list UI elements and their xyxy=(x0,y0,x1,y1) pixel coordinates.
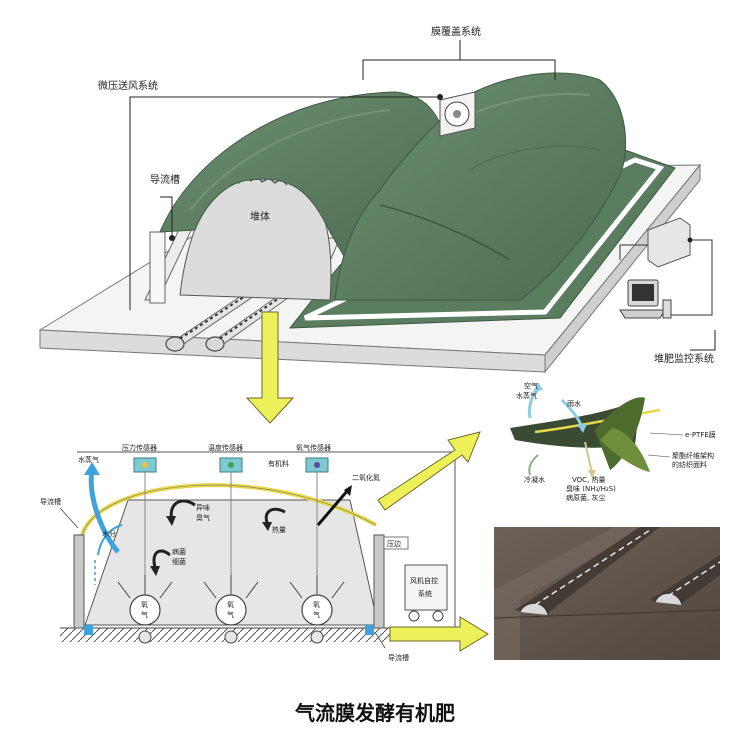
oxygen-pipes xyxy=(129,594,333,644)
label-oxygen-sensor: 氧气传感器 xyxy=(296,443,331,452)
co2-arrow xyxy=(316,489,350,526)
label-air: 空气 xyxy=(524,381,538,390)
label-voc-2: 臭味 (NH₃/H₂S) xyxy=(566,484,616,493)
label-temperature-sensor: 温度传感器 xyxy=(208,443,243,452)
label-water-vapor: 水蒸气 xyxy=(78,455,99,464)
label-oxygen-3b: 气 xyxy=(313,610,320,619)
right-wall xyxy=(373,534,385,629)
label-left-trench: 导流槽 xyxy=(40,497,61,506)
membrane-detail xyxy=(510,382,661,478)
label-rain: 雨水 xyxy=(567,399,581,408)
cross-section: 压力传感器 温度传感器 氧气传感器 氧 气 氧 气 氧 气 xyxy=(40,443,456,662)
label-condensate: 冷凝水 xyxy=(524,475,545,484)
vapor-arrow xyxy=(88,469,120,554)
fan-icon xyxy=(453,110,461,118)
fan-unit xyxy=(439,91,476,137)
moisture-arrow xyxy=(97,524,123,556)
label-heat: 热量 xyxy=(272,525,286,534)
down-arrow xyxy=(245,311,295,424)
label-oxygen-2b: 气 xyxy=(227,610,234,619)
label-moisture: 水分 xyxy=(102,529,116,538)
floor-detail xyxy=(493,527,721,660)
label-pathogen-1: 病菌 xyxy=(172,547,186,556)
label-oxygen-1b: 气 xyxy=(141,610,148,619)
label-monitor-system: 堆肥监控系统 xyxy=(654,352,714,365)
label-odor-2: 臭气 xyxy=(196,513,210,522)
label-oxygen-1: 氧 xyxy=(141,600,148,609)
left-wall xyxy=(73,534,85,629)
air-arrows xyxy=(117,575,345,599)
label-eptfe: e-PTFE膜 xyxy=(685,430,716,439)
label-fabric-1: 聚酯纤维架构 xyxy=(672,451,714,460)
cycle-arrow-3 xyxy=(264,507,286,526)
label-voc-1: VOC, 热量 xyxy=(572,475,606,484)
page-title: 气流膜发酵有机肥 xyxy=(294,701,455,725)
fan-control-box xyxy=(404,564,448,622)
label-diversion-trench-top: 导流槽 xyxy=(150,173,180,186)
label-pressure-sensor: 压力传感器 xyxy=(122,443,157,452)
label-pile: 堆体 xyxy=(250,211,270,223)
label-odor-1: 异味 xyxy=(196,503,210,512)
label-micro-pressure-air: 微压送风系统 xyxy=(98,79,158,92)
label-pressure-edge: 压边 xyxy=(387,539,401,548)
cover-right xyxy=(334,72,627,301)
label-oxygen-3: 氧 xyxy=(313,600,320,609)
label-oxygen-2: 氧 xyxy=(227,600,234,609)
label-co2: 二氧化氮 xyxy=(352,473,380,482)
label-organic-material: 有机料 xyxy=(268,459,289,468)
monitor-equipment xyxy=(619,217,713,319)
label-fabric-2: 的纺织面料 xyxy=(672,460,707,469)
arrow-to-membrane xyxy=(377,431,481,511)
label-membrane-cover: 膜覆盖系统 xyxy=(431,25,481,38)
label-pathogen-2: 细菌 xyxy=(172,557,186,566)
label-bottom-trench: 导流槽 xyxy=(388,653,409,662)
label-fan-control-2: 系统 xyxy=(418,589,432,598)
label-vapor: 水蒸气 xyxy=(516,391,537,400)
top-leader-lines xyxy=(129,40,716,351)
label-voc-3: 病原菌, 灰尘 xyxy=(566,493,605,502)
label-fan-control-1: 风机自控 xyxy=(410,576,438,585)
arrow-to-floor xyxy=(389,616,489,652)
